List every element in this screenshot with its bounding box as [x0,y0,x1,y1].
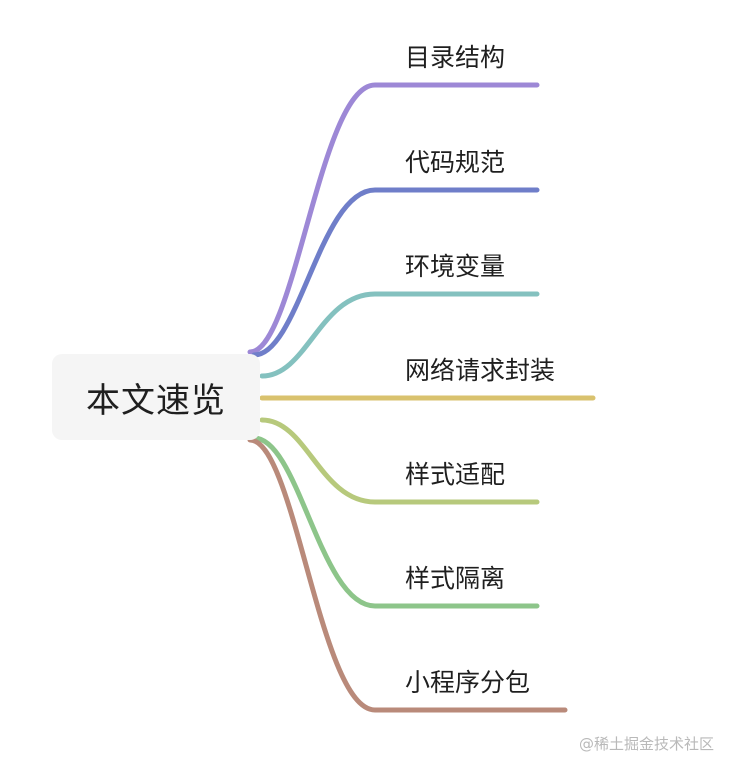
branch-label-0[interactable]: 目录结构 [405,43,506,72]
branch-label-5[interactable]: 样式隔离 [405,564,506,593]
root-label: 本文速览 [86,380,226,421]
connector-2 [259,291,540,379]
connector-4 [259,417,540,505]
branch-label-4[interactable]: 样式适配 [405,460,506,489]
connector-1 [251,187,540,358]
branch-label-1[interactable]: 代码规范 [405,148,506,177]
connector-0 [247,82,540,355]
branch-label-6[interactable]: 小程序分包 [405,668,531,697]
connector-6 [247,437,568,713]
branch-label-2[interactable]: 环境变量 [405,252,506,281]
root-node[interactable]: 本文速览 [52,354,260,440]
branch-label-3[interactable]: 网络请求封装 [405,356,556,385]
watermark: @稀土掘金技术社区 [578,735,714,753]
connector-5 [251,435,540,609]
